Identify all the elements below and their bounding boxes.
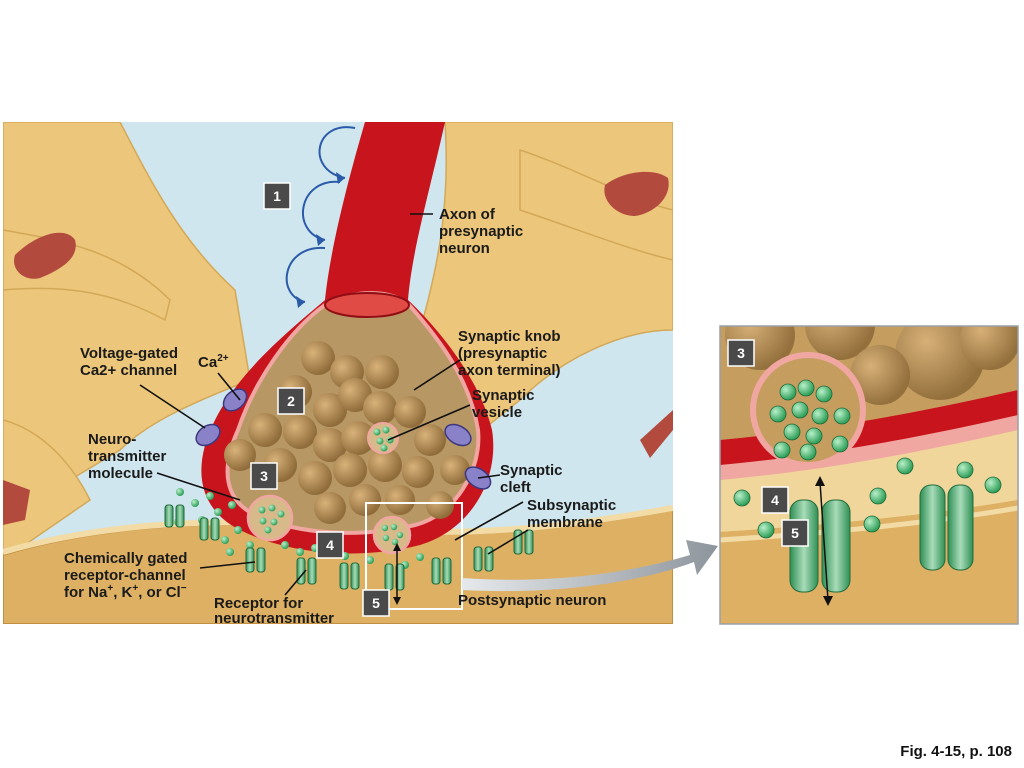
step-inset-5: 5 [791, 525, 799, 541]
label-nt-1: Neuro- [88, 431, 136, 448]
label-nt-3: molecule [88, 465, 153, 482]
glia-small-left [3, 419, 91, 561]
glia-left [3, 122, 251, 521]
label-nt-2: transmitter [88, 448, 167, 465]
red-blob-right [604, 171, 669, 216]
label-vesicle-2: vesicle [472, 404, 522, 421]
pointer-lines [139, 213, 529, 596]
glia-right-branch [519, 148, 673, 261]
step-inset-4: 4 [771, 492, 779, 508]
label-ions: for Na+, K+, or Cl− [64, 583, 187, 601]
voltage-gated-channels [195, 388, 492, 490]
label-subsynaptic-2: membrane [527, 514, 603, 531]
label-axon-1: Axon of [439, 206, 496, 223]
label-postsynaptic: Postsynaptic neuron [458, 592, 606, 609]
label-chem-1: Chemically gated [64, 550, 187, 567]
inset-receptors [789, 484, 974, 593]
main-panel [3, 122, 673, 624]
label-vgated-1: Voltage-gated [80, 345, 178, 362]
step-main-1: 1 [273, 188, 281, 204]
exocytosis-vesicle [372, 515, 412, 555]
inset-step-markers: 3 4 5 [727, 339, 809, 547]
fusing-vesicle-contents [258, 504, 285, 534]
exocytosis-contents [381, 523, 404, 546]
receptor-channels [164, 504, 534, 591]
step-main-2: 2 [287, 393, 295, 409]
inset-border [719, 325, 1019, 625]
action-potential-arrowheads [296, 172, 345, 308]
red-strand-left [3, 480, 30, 525]
label-vgated-2: Ca2+ channel [80, 362, 177, 379]
label-ca: Ca2+ [198, 353, 229, 371]
label-axon-2: presynaptic [439, 223, 523, 240]
inset-vesicles [725, 326, 1018, 405]
main-step-markers: 1 2 3 4 5 [250, 182, 390, 617]
label-receptor-1: Receptor for [214, 595, 303, 612]
axon-lumen [324, 292, 410, 318]
label-vesicle-1: Synaptic [472, 387, 535, 404]
synaptic-vesicles [224, 341, 470, 524]
label-knob-2: (presynaptic [458, 345, 547, 362]
figure-caption: Fig. 4-15, p. 108 [900, 743, 1012, 760]
step-main-5: 5 [372, 595, 380, 611]
label-receptor-2: neurotransmitter [214, 610, 334, 627]
ion-flow-arrow [393, 543, 401, 605]
step-main-4: 4 [326, 537, 334, 553]
label-cleft-2: cleft [500, 479, 531, 496]
main-labels: Axon of presynaptic neuron Synaptic knob… [64, 206, 616, 627]
zoom-box [365, 502, 463, 610]
label-cleft-1: Synaptic [500, 462, 563, 479]
label-knob-3: axon terminal) [458, 362, 561, 379]
inset-panel [720, 326, 1018, 624]
label-chem-2: receptor-channel [64, 567, 186, 584]
zoom-arrow [462, 540, 718, 592]
step-main-3: 3 [260, 468, 268, 484]
red-strand-right [640, 410, 673, 458]
fusing-vesicle [246, 494, 294, 542]
label-knob-1: Synaptic knob [458, 328, 561, 345]
inset-neurotransmitters [733, 379, 1002, 539]
label-axon-3: neuron [439, 240, 490, 257]
inset-ion-flow-arrow [815, 476, 833, 606]
step-inset-3: 3 [737, 345, 745, 361]
label-subsynaptic-1: Subsynaptic [527, 497, 616, 514]
red-blob-left [14, 232, 76, 279]
